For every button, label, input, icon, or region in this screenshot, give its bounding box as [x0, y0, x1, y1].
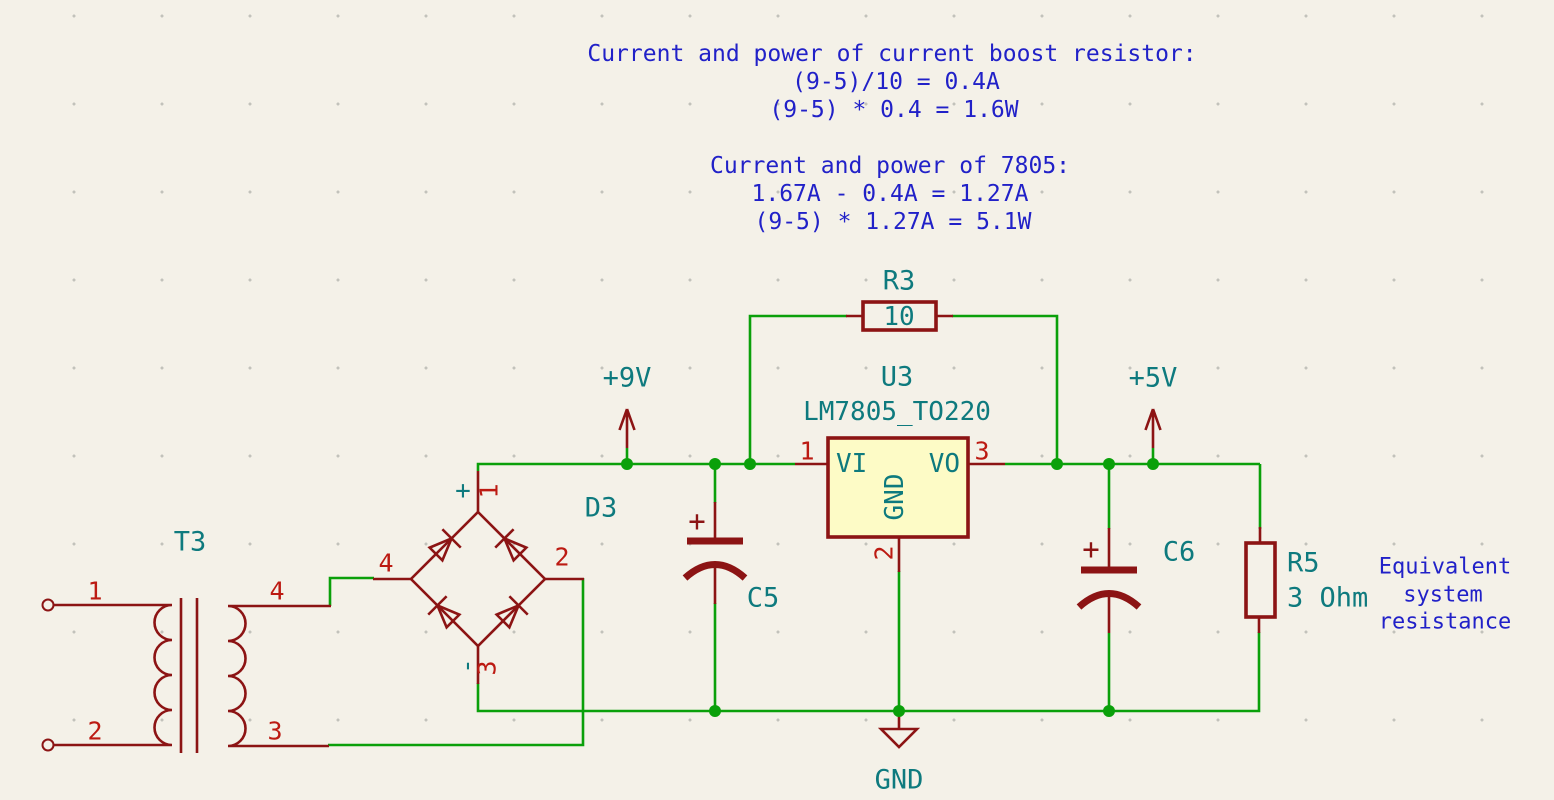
junction-r3-left[interactable]	[744, 458, 756, 470]
wire-t3-pin4-link[interactable]	[328, 576, 374, 606]
note-boost-calc1[interactable]: (9-5)/10 = 0.4A	[792, 69, 1000, 95]
junction-gnd[interactable]	[893, 705, 905, 717]
r5-value[interactable]: 3 Ohm	[1287, 583, 1368, 614]
resistor-r5[interactable]: R5 3 Ohm	[1244, 527, 1368, 633]
power-9v-arrow	[618, 408, 636, 448]
note-equiv-line2[interactable]: system	[1403, 583, 1482, 608]
t3-reference[interactable]: T3	[174, 527, 207, 558]
resistor-r3[interactable]: R3 10	[846, 266, 953, 333]
r3-body[interactable]	[861, 300, 938, 332]
u3-pin-vi-name: VI	[836, 449, 867, 479]
d3-pin4-number: 4	[378, 549, 393, 578]
d3-reference[interactable]: D3	[585, 493, 618, 524]
d3-minus-mark: -	[452, 658, 482, 674]
r3-value[interactable]: 10	[883, 302, 914, 332]
c6-reference[interactable]: C6	[1163, 537, 1196, 568]
d3-plus-mark: +	[455, 476, 471, 506]
junction-c5-bottom[interactable]	[709, 705, 721, 717]
power-symbol-9v[interactable]: +9V	[603, 363, 652, 449]
power-5v-arrow	[1144, 408, 1162, 448]
junction-r3-right[interactable]	[1051, 458, 1063, 470]
note-equiv-line1[interactable]: Equivalent	[1379, 555, 1511, 580]
note-regulator-calculations[interactable]: Current and power of 7805: 1.67A - 0.4A …	[710, 153, 1070, 235]
d3-pin3-number: 3	[473, 660, 502, 675]
u3-pin1-number: 1	[799, 437, 814, 466]
r5-reference[interactable]: R5	[1287, 548, 1320, 579]
c5-reference[interactable]: C5	[747, 583, 780, 614]
u3-value[interactable]: LM7805_TO220	[803, 397, 991, 427]
u3-pin-gnd-name: GND	[880, 474, 910, 521]
c6-negative-plate	[1076, 590, 1142, 610]
note-boost-calc2[interactable]: (9-5) * 0.4 = 1.6W	[769, 97, 1018, 123]
t3-pin2-number: 2	[87, 717, 102, 746]
gnd-triangle	[877, 727, 921, 749]
d3-diamond[interactable]	[409, 510, 547, 648]
junction-c5-top[interactable]	[709, 458, 721, 470]
wire-r3-left-drop[interactable]	[748, 314, 847, 464]
power-symbol-gnd[interactable]: GND	[875, 711, 924, 796]
wires	[328, 314, 1262, 747]
t3-primary-winding[interactable]	[54, 603, 173, 747]
d3-diode-bottom-left	[427, 595, 462, 630]
note-equivalent-resistance[interactable]: Equivalent system resistance	[1379, 555, 1511, 635]
capacitor-c5[interactable]: + C5	[682, 502, 780, 614]
transformer-t3[interactable]: T3 1 2 4 3	[41, 527, 332, 754]
d3-pin2-number: 2	[554, 543, 569, 572]
t3-core	[179, 598, 199, 753]
wire-input-rail[interactable]	[476, 462, 795, 471]
t3-pin1-terminal-circle[interactable]	[41, 598, 55, 612]
junction-5v[interactable]	[1147, 458, 1159, 470]
junction-c6-top[interactable]	[1103, 458, 1115, 470]
note-equiv-line3[interactable]: resistance	[1379, 610, 1511, 635]
regulator-u3[interactable]: U3 LM7805_TO220 VI VO GND 1 3 2	[795, 362, 1005, 573]
c5-negative-plate	[682, 561, 748, 581]
power-5v-label[interactable]: +5V	[1129, 363, 1178, 394]
r3-reference[interactable]: R3	[883, 266, 916, 297]
wire-gnd-rail[interactable]	[476, 632, 1261, 713]
wire-t3-pin3-link[interactable]	[328, 578, 585, 747]
u3-pin2-number: 2	[870, 545, 899, 560]
t3-pin1-number: 1	[87, 577, 102, 606]
junction-c6-bottom[interactable]	[1103, 705, 1115, 717]
bridge-rectifier-d3[interactable]: D3 + - 1 2 3 4	[373, 471, 617, 684]
u3-body[interactable]	[826, 436, 970, 539]
junction-9v[interactable]	[621, 458, 633, 470]
note-reg-title[interactable]: Current and power of 7805:	[710, 153, 1070, 179]
note-boost-calculations[interactable]: Current and power of current boost resis…	[587, 41, 1196, 123]
d3-diode-top-right	[494, 528, 529, 563]
d3-pin1-number: 1	[475, 483, 504, 498]
wire-r3-right-drop[interactable]	[952, 314, 1059, 464]
t3-pin3-number: 3	[267, 717, 282, 746]
power-9v-label[interactable]: +9V	[603, 363, 652, 394]
c5-plus-mark: +	[688, 504, 705, 538]
note-boost-title[interactable]: Current and power of current boost resis…	[587, 41, 1196, 67]
r5-body[interactable]	[1244, 541, 1277, 619]
c6-plus-mark: +	[1082, 532, 1099, 566]
capacitor-c6[interactable]: + C6	[1076, 528, 1196, 633]
d3-diode-bottom-right	[494, 595, 529, 630]
t3-pin4-number: 4	[269, 577, 284, 606]
t3-secondary-winding[interactable]	[227, 604, 331, 748]
gnd-label[interactable]: GND	[875, 765, 924, 796]
u3-reference[interactable]: U3	[881, 362, 914, 393]
note-reg-calc1[interactable]: 1.67A - 0.4A = 1.27A	[752, 181, 1029, 207]
power-symbol-5v[interactable]: +5V	[1129, 363, 1178, 449]
d3-diode-top-left	[427, 528, 462, 563]
u3-pin3-number: 3	[974, 437, 989, 466]
junction-dots	[621, 458, 1159, 717]
t3-pin2-terminal-circle[interactable]	[41, 738, 55, 752]
u3-pin-vo-name: VO	[929, 449, 960, 479]
note-reg-calc2[interactable]: (9-5) * 1.27A = 5.1W	[755, 209, 1032, 235]
